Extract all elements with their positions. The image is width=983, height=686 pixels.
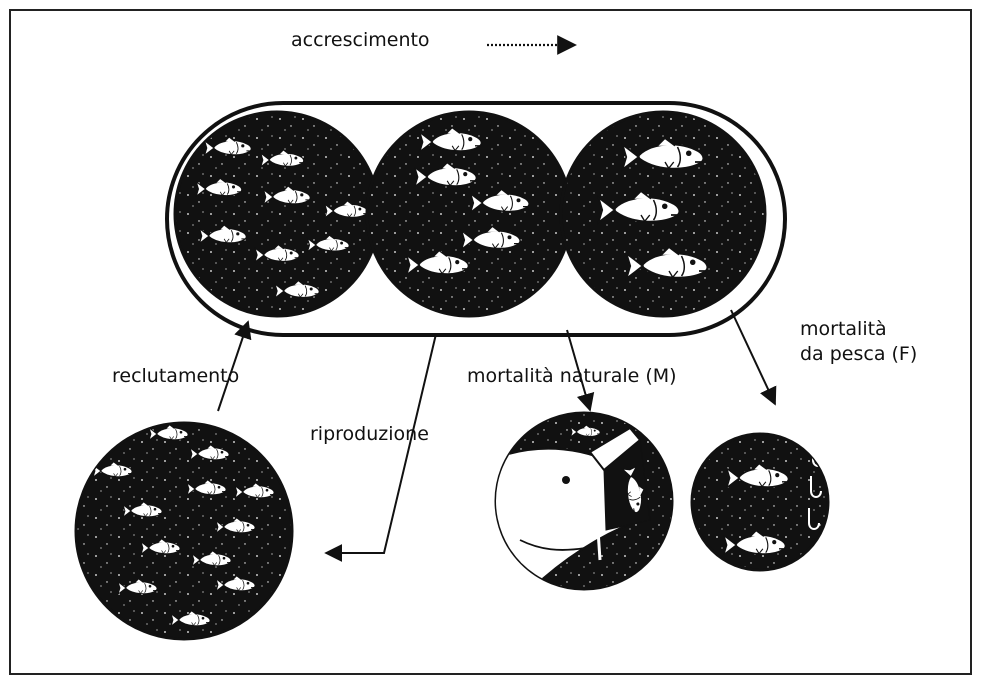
growth-label: accrescimento: [291, 28, 430, 52]
reproduction-label: riproduzione: [310, 422, 429, 446]
recruitment-label: reclutamento: [112, 364, 239, 388]
natural-mortality-circle: [490, 413, 672, 600]
cohort-young-circle: [175, 112, 379, 316]
recruits-circle: [76, 423, 292, 639]
cohort-adult-circle: [367, 112, 571, 316]
cohort-old-circle: [561, 112, 765, 316]
fishing-mortality-label-line1: mortalità: [800, 317, 887, 341]
fishing-mortality-arrow: [731, 310, 775, 404]
fishing-mortality-label-line2: da pesca (F): [800, 342, 917, 366]
fishing-mortality-circle: [692, 430, 828, 570]
natural-mortality-label: mortalità naturale (M): [467, 364, 677, 388]
